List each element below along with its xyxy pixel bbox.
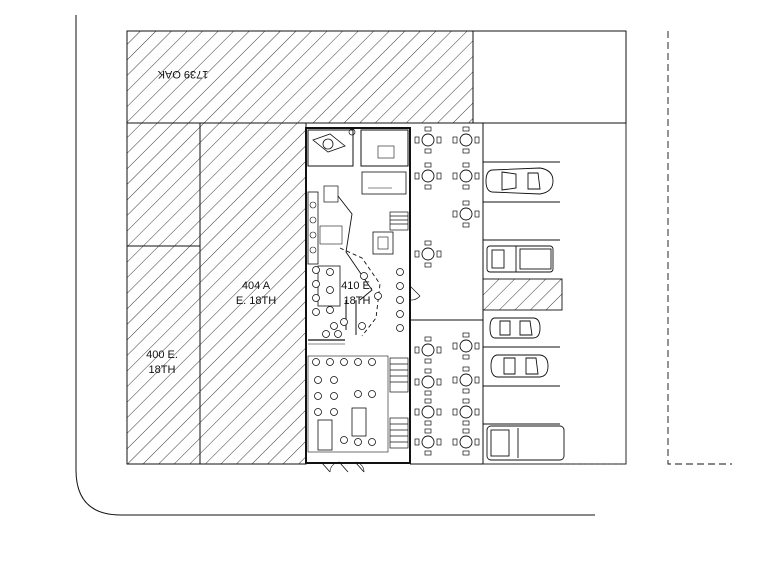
vehicle-hatchback-2 <box>490 354 549 378</box>
street-curb-line <box>75 15 595 516</box>
parcel-label-line: 404 A <box>242 280 271 292</box>
parcel-label-line: 18TH <box>149 364 176 376</box>
patio-tables <box>414 126 480 456</box>
vehicle-hatchback-1 <box>489 317 541 339</box>
parcel-label-1739-oak: 1739 OAK <box>157 68 208 80</box>
parcel-label-404a: 404 A E. 18TH <box>236 280 276 307</box>
patio-strip <box>409 122 484 465</box>
vehicle-van <box>486 425 565 461</box>
parcel-label-line: 410 E. <box>341 280 373 292</box>
parcel-label-400e: 400 E. 18TH <box>146 349 178 376</box>
neighbor-boundary-dashed <box>667 31 732 465</box>
parcel-label-line: 400 E. <box>146 349 178 361</box>
parcel-label-line: 18TH <box>344 295 371 307</box>
vehicle-sedan <box>485 167 554 195</box>
parking-hatched-island <box>482 278 563 311</box>
parcel-label-line: 1739 OAK <box>157 68 208 80</box>
parcel-400-e-18th <box>126 245 201 465</box>
vehicle-pickup-truck <box>486 245 554 273</box>
open-lot-upper-right <box>472 30 627 124</box>
building-410-e-18th <box>305 127 411 473</box>
parcel-label-410e: 410 E. 18TH <box>341 280 373 307</box>
parcel-label-line: E. 18TH <box>236 295 276 307</box>
parcel-404a-e-18th <box>199 122 307 465</box>
